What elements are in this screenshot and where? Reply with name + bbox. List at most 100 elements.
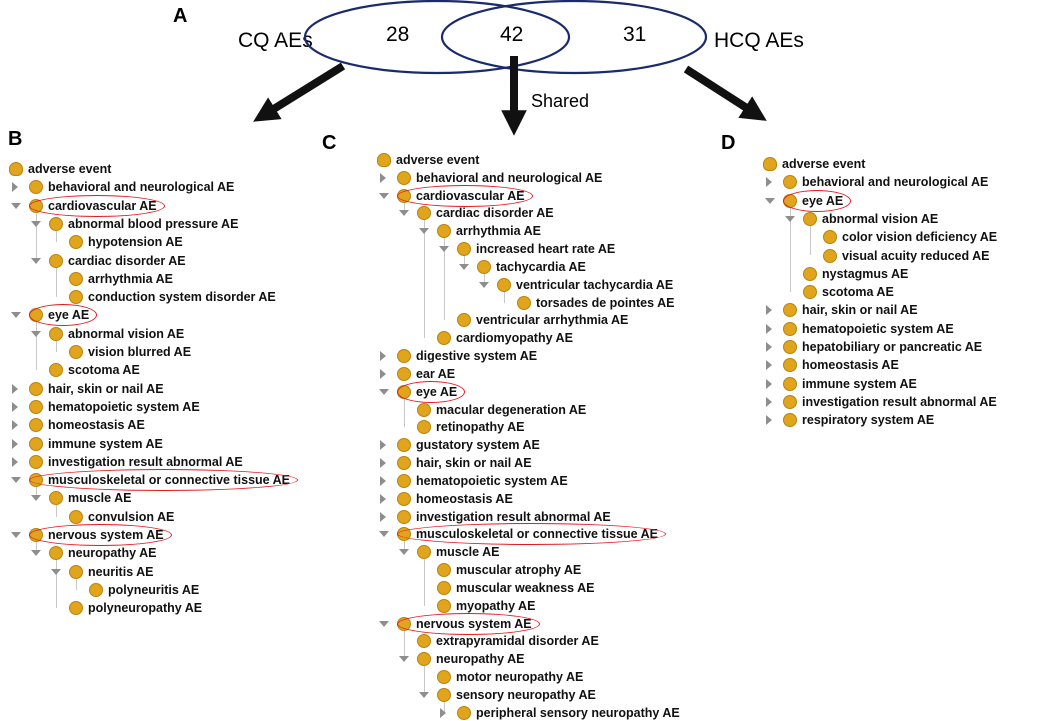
tree-row-neuritis-ae[interactable]: neuritis AE <box>6 563 324 581</box>
collapsed-triangle-icon[interactable] <box>380 511 386 522</box>
collapsed-triangle-icon[interactable] <box>766 396 772 407</box>
tree-row-digestive-system-ae[interactable]: digestive system AE <box>374 347 734 365</box>
tree-row-arrhythmia-ae[interactable]: arrhythmia AE <box>374 222 734 240</box>
tree-row-neuropathy-ae[interactable]: neuropathy AE <box>6 544 324 562</box>
tree-row-peripheral-sensory-neuropathy-ae[interactable]: peripheral sensory neuropathy AE <box>374 704 734 721</box>
tree-row-polyneuropathy-ae[interactable]: polyneuropathy AE <box>6 599 324 617</box>
tree-row-muscular-weakness-ae[interactable]: muscular weakness AE <box>374 579 734 597</box>
expanded-triangle-icon[interactable] <box>439 246 449 253</box>
tree-row-increased-heart-rate-ae[interactable]: increased heart rate AE <box>374 240 734 258</box>
tree-row-musculoskeletal-or-connective-tissue-ae[interactable]: musculoskeletal or connective tissue AE <box>374 525 734 543</box>
collapsed-triangle-icon[interactable] <box>12 438 18 449</box>
tree-row-immune-system-ae[interactable]: immune system AE <box>760 375 1050 393</box>
tree-row-immune-system-ae[interactable]: immune system AE <box>6 435 324 453</box>
expanded-triangle-icon[interactable] <box>765 197 775 204</box>
tree-row-adverse-event[interactable]: adverse event <box>6 160 324 178</box>
collapsed-triangle-icon[interactable] <box>380 440 386 451</box>
tree-row-ear-ae[interactable]: ear AE <box>374 365 734 383</box>
tree-row-investigation-result-abnormal-ae[interactable]: investigation result abnormal AE <box>6 453 324 471</box>
tree-row-torsades-de-pointes-ae[interactable]: torsades de pointes AE <box>374 294 734 312</box>
collapsed-triangle-icon[interactable] <box>766 360 772 371</box>
expanded-triangle-icon[interactable] <box>459 263 469 270</box>
tree-row-nervous-system-ae[interactable]: nervous system AE <box>374 615 734 633</box>
tree-row-musculoskeletal-or-connective-tissue-ae[interactable]: musculoskeletal or connective tissue AE <box>6 471 324 489</box>
tree-row-investigation-result-abnormal-ae[interactable]: investigation result abnormal AE <box>760 393 1050 411</box>
tree-row-convulsion-ae[interactable]: convulsion AE <box>6 508 324 526</box>
tree-row-extrapyramidal-disorder-ae[interactable]: extrapyramidal disorder AE <box>374 632 734 650</box>
tree-row-hair-skin-or-nail-ae[interactable]: hair, skin or nail AE <box>6 380 324 398</box>
tree-row-hematopoietic-system-ae[interactable]: hematopoietic system AE <box>374 472 734 490</box>
tree-row-abnormal-vision-ae[interactable]: abnormal vision AE <box>760 210 1050 228</box>
tree-row-scotoma-ae[interactable]: scotoma AE <box>6 361 324 379</box>
tree-row-hematopoietic-system-ae[interactable]: hematopoietic system AE <box>760 320 1050 338</box>
tree-row-vision-blurred-ae[interactable]: vision blurred AE <box>6 343 324 361</box>
expanded-triangle-icon[interactable] <box>419 228 429 235</box>
tree-row-cardiomyopathy-ae[interactable]: cardiomyopathy AE <box>374 329 734 347</box>
tree-row-hair-skin-or-nail-ae[interactable]: hair, skin or nail AE <box>760 301 1050 319</box>
tree-row-color-vision-deficiency-ae[interactable]: color vision deficiency AE <box>760 228 1050 246</box>
collapsed-triangle-icon[interactable] <box>380 172 386 183</box>
tree-row-retinopathy-ae[interactable]: retinopathy AE <box>374 418 734 436</box>
tree-row-respiratory-system-ae[interactable]: respiratory system AE <box>760 411 1050 429</box>
tree-row-myopathy-ae[interactable]: myopathy AE <box>374 597 734 615</box>
tree-row-behavioral-and-neurological-ae[interactable]: behavioral and neurological AE <box>374 169 734 187</box>
expanded-triangle-icon[interactable] <box>11 532 21 538</box>
collapsed-triangle-icon[interactable] <box>766 415 772 426</box>
tree-row-muscle-ae[interactable]: muscle AE <box>6 489 324 507</box>
tree-row-cardiac-disorder-ae[interactable]: cardiac disorder AE <box>6 252 324 270</box>
tree-row-arrhythmia-ae[interactable]: arrhythmia AE <box>6 270 324 288</box>
expanded-triangle-icon[interactable] <box>51 568 61 575</box>
expanded-triangle-icon[interactable] <box>11 477 21 484</box>
tree-row-hematopoietic-system-ae[interactable]: hematopoietic system AE <box>6 398 324 416</box>
collapsed-triangle-icon[interactable] <box>766 378 772 389</box>
expanded-triangle-icon[interactable] <box>31 330 41 337</box>
tree-row-abnormal-blood-pressure-ae[interactable]: abnormal blood pressure AE <box>6 215 324 233</box>
tree-row-homeostasis-ae[interactable]: homeostasis AE <box>760 356 1050 374</box>
tree-row-polyneuritis-ae[interactable]: polyneuritis AE <box>6 581 324 599</box>
collapsed-triangle-icon[interactable] <box>12 182 18 193</box>
tree-row-ventricular-arrhythmia-ae[interactable]: ventricular arrhythmia AE <box>374 311 734 329</box>
collapsed-triangle-icon[interactable] <box>380 475 386 486</box>
tree-row-hepatobiliary-or-pancreatic-ae[interactable]: hepatobiliary or pancreatic AE <box>760 338 1050 356</box>
tree-row-tachycardia-ae[interactable]: tachycardia AE <box>374 258 734 276</box>
tree-row-nystagmus-ae[interactable]: nystagmus AE <box>760 265 1050 283</box>
collapsed-triangle-icon[interactable] <box>766 177 772 188</box>
tree-row-conduction-system-disorder-ae[interactable]: conduction system disorder AE <box>6 288 324 306</box>
tree-row-nervous-system-ae[interactable]: nervous system AE <box>6 526 324 544</box>
collapsed-triangle-icon[interactable] <box>440 707 446 718</box>
tree-row-eye-ae[interactable]: eye AE <box>374 383 734 401</box>
collapsed-triangle-icon[interactable] <box>380 458 386 469</box>
tree-row-behavioral-and-neurological-ae[interactable]: behavioral and neurological AE <box>6 178 324 196</box>
tree-row-sensory-neuropathy-ae[interactable]: sensory neuropathy AE <box>374 686 734 704</box>
tree-row-hypotension-ae[interactable]: hypotension AE <box>6 233 324 251</box>
tree-row-eye-ae[interactable]: eye AE <box>6 306 324 324</box>
tree-row-homeostasis-ae[interactable]: homeostasis AE <box>6 416 324 434</box>
tree-row-homeostasis-ae[interactable]: homeostasis AE <box>374 490 734 508</box>
expanded-triangle-icon[interactable] <box>379 388 389 395</box>
collapsed-triangle-icon[interactable] <box>12 456 18 467</box>
tree-row-macular-degeneration-ae[interactable]: macular degeneration AE <box>374 401 734 419</box>
expanded-triangle-icon[interactable] <box>31 257 41 264</box>
tree-row-neuropathy-ae[interactable]: neuropathy AE <box>374 650 734 668</box>
expanded-triangle-icon[interactable] <box>419 691 429 698</box>
tree-row-abnormal-vision-ae[interactable]: abnormal vision AE <box>6 325 324 343</box>
expanded-triangle-icon[interactable] <box>399 656 409 663</box>
tree-row-cardiovascular-ae[interactable]: cardiovascular AE <box>6 197 324 215</box>
tree-row-eye-ae[interactable]: eye AE <box>760 192 1050 210</box>
collapsed-triangle-icon[interactable] <box>766 342 772 352</box>
collapsed-triangle-icon[interactable] <box>380 493 386 504</box>
tree-row-adverse-event[interactable]: adverse event <box>760 155 1050 173</box>
collapsed-triangle-icon[interactable] <box>766 323 772 334</box>
expanded-triangle-icon[interactable] <box>31 220 41 227</box>
expanded-triangle-icon[interactable] <box>31 495 41 502</box>
expanded-triangle-icon[interactable] <box>479 281 489 288</box>
tree-row-cardiac-disorder-ae[interactable]: cardiac disorder AE <box>374 204 734 222</box>
tree-row-muscular-atrophy-ae[interactable]: muscular atrophy AE <box>374 561 734 579</box>
expanded-triangle-icon[interactable] <box>11 202 21 209</box>
expanded-triangle-icon[interactable] <box>379 192 389 199</box>
tree-row-ventricular-tachycardia-ae[interactable]: ventricular tachycardia AE <box>374 276 734 294</box>
tree-row-investigation-result-abnormal-ae[interactable]: investigation result abnormal AE <box>374 508 734 526</box>
collapsed-triangle-icon[interactable] <box>380 368 386 379</box>
collapsed-triangle-icon[interactable] <box>12 383 18 394</box>
tree-row-visual-acuity-reduced-ae[interactable]: visual acuity reduced AE <box>760 247 1050 265</box>
